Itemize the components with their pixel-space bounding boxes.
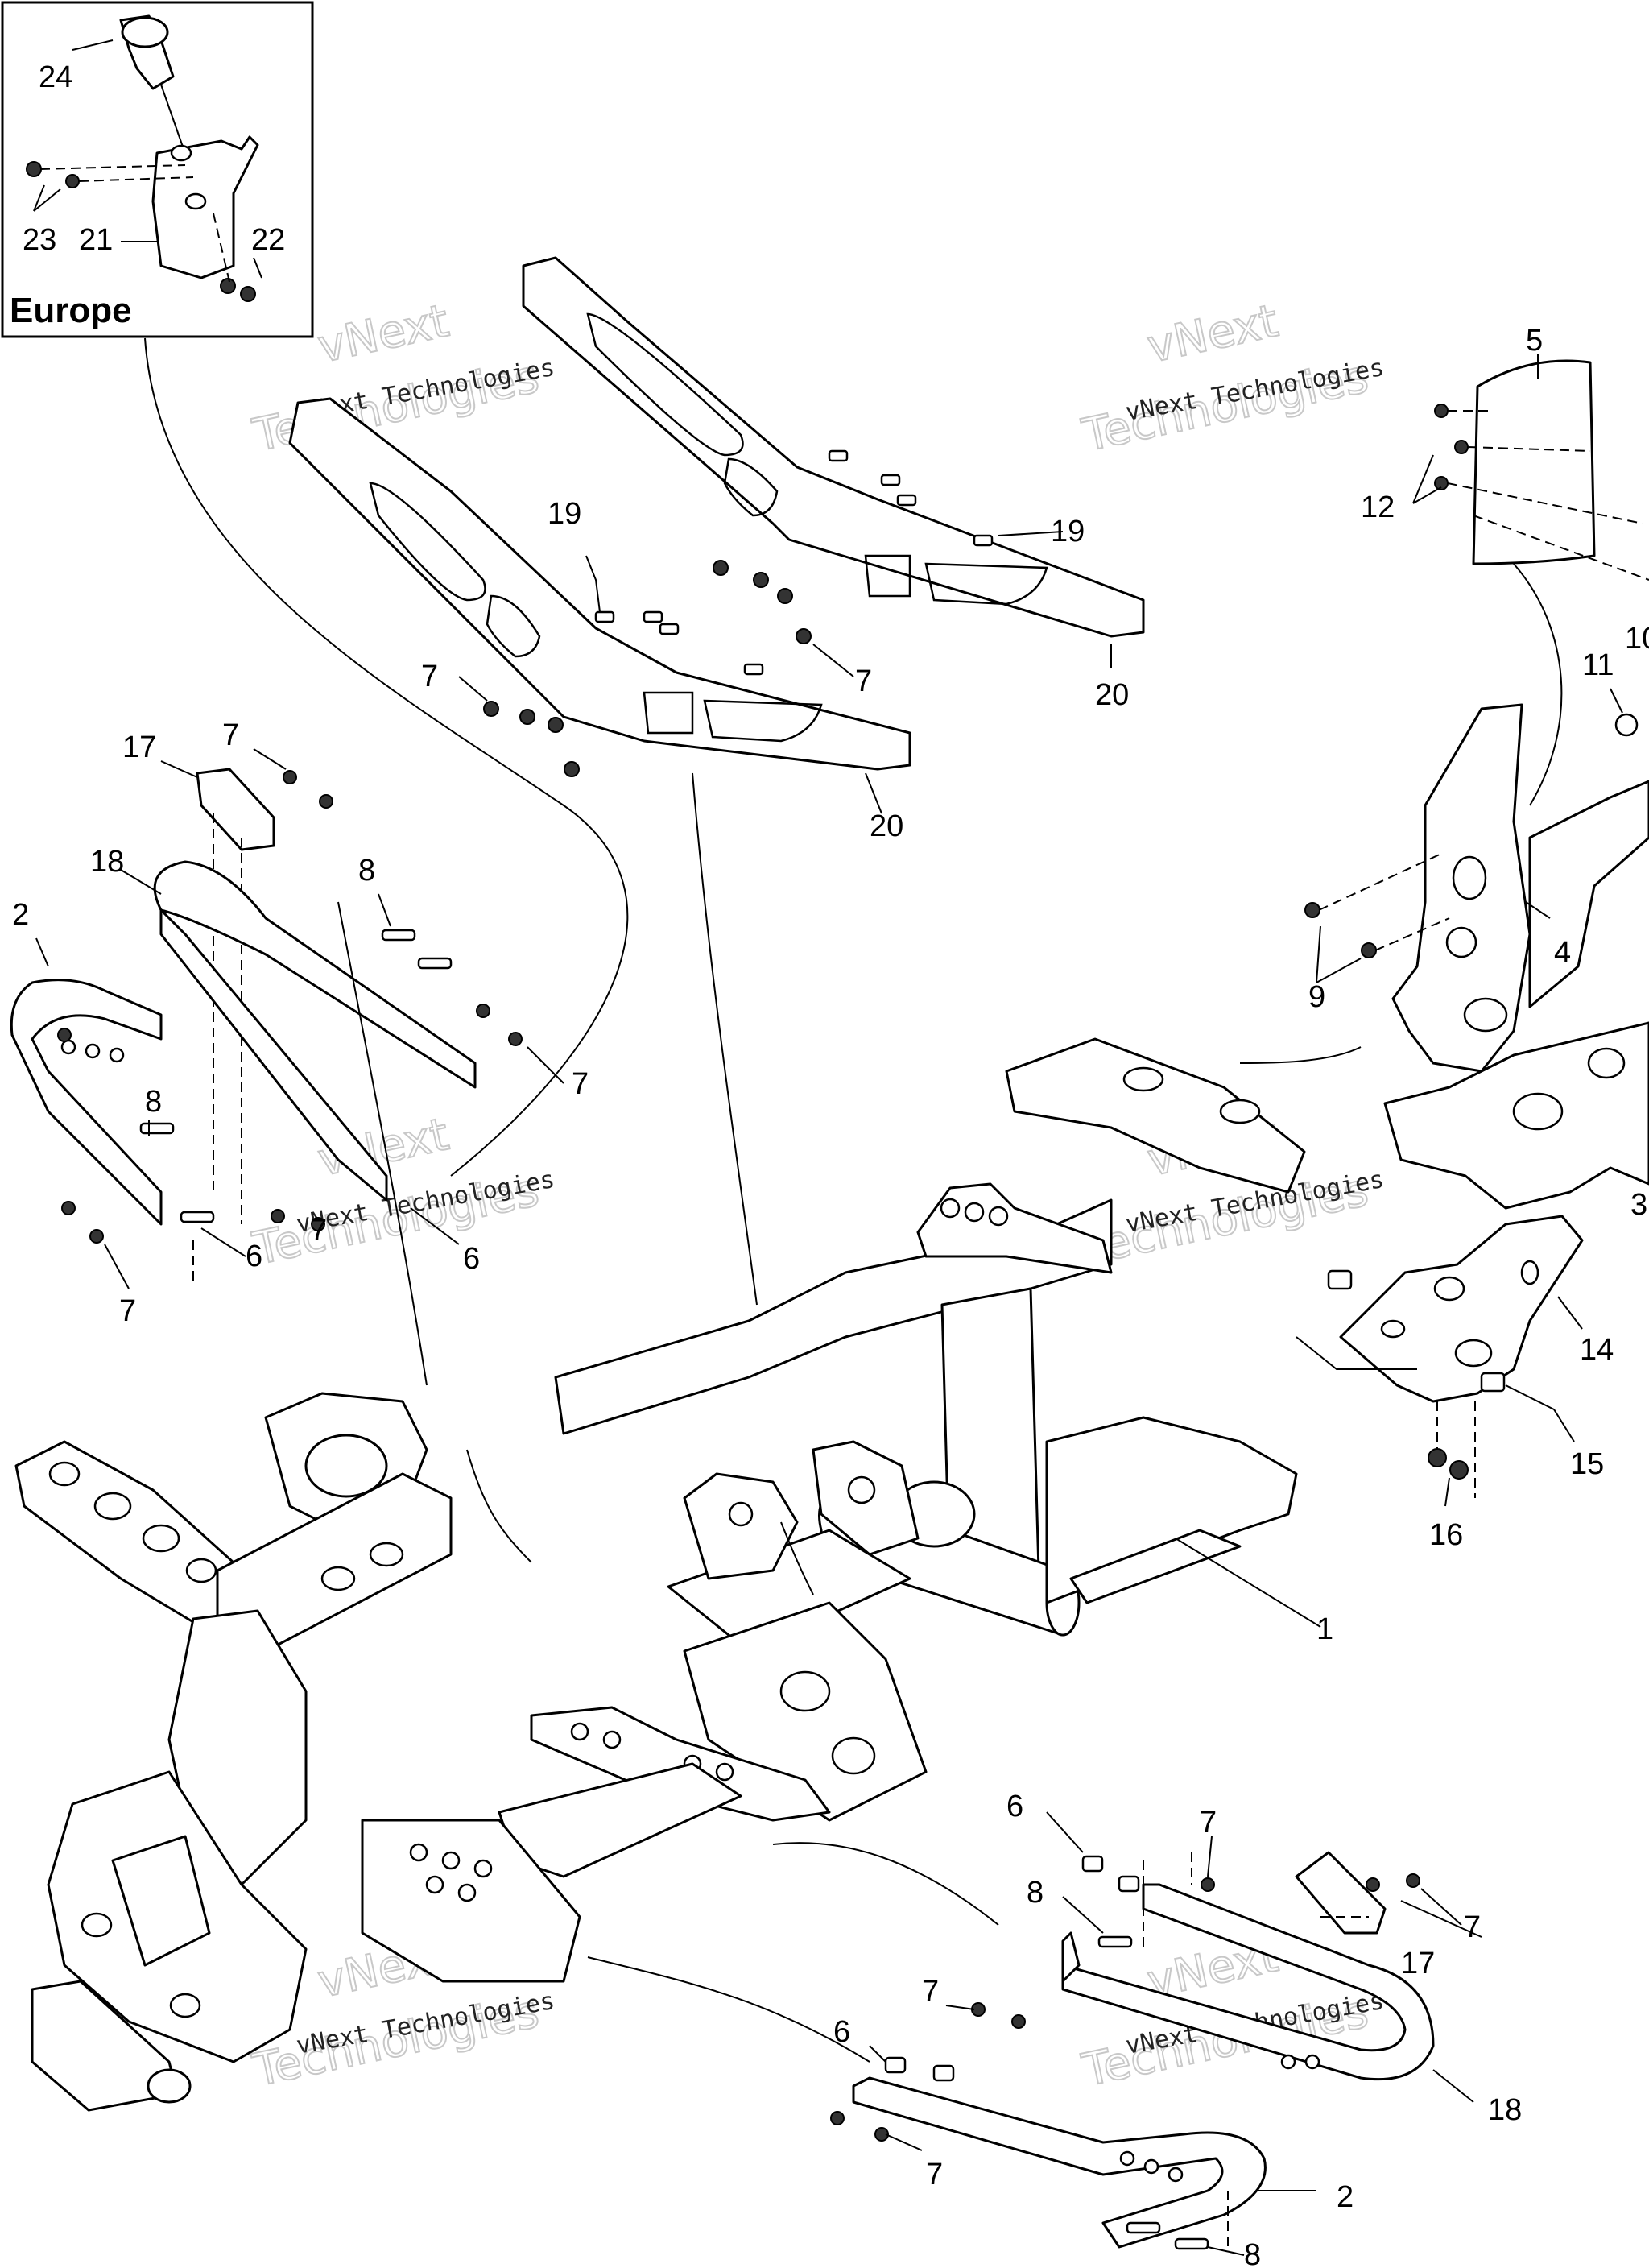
callout-9: 9 — [1308, 980, 1325, 1014]
rail-guide-line — [692, 772, 758, 1306]
callout-8-right-lower: 8 — [1244, 2238, 1261, 2268]
part-2-bumper-right — [852, 2076, 1267, 2249]
guide-bumper-right — [587, 1956, 870, 2063]
part-21-bracket — [151, 135, 259, 279]
watermark-upper-right: vNext Technologies vNext Technologies — [1077, 294, 1386, 463]
part-24-switch — [119, 14, 184, 150]
watermark-big-3: vNext — [1143, 295, 1283, 374]
callout-7-left-bottom: 7 — [119, 1294, 136, 1328]
callout-6-left-b: 6 — [463, 1242, 480, 1276]
callout-17-right: 17 — [1401, 1947, 1435, 1980]
callout-20-lower: 20 — [870, 809, 903, 843]
callout-2-right: 2 — [1337, 2180, 1354, 2214]
callout-19-left: 19 — [548, 497, 581, 531]
callout-7-rail-left: 7 — [421, 660, 438, 693]
part-8-bolt-right-upper — [1097, 1935, 1133, 1948]
callout-10: 10 — [1625, 622, 1649, 656]
callout-11: 11 — [1582, 648, 1614, 682]
part-1-main-frame — [14, 1037, 1306, 2112]
callout-7-right-lower: 7 — [926, 2158, 943, 2191]
callout-18-left: 18 — [90, 845, 124, 879]
callout-7-right-upper: 7 — [1200, 1806, 1217, 1840]
guide-left-rail — [337, 901, 428, 1386]
callout-8-left-lower: 8 — [145, 1085, 162, 1119]
callout-24: 24 — [39, 60, 72, 94]
part-3-bracket — [1383, 1021, 1649, 1210]
callout-16: 16 — [1429, 1518, 1463, 1552]
part-6-bolt-upper — [1081, 1855, 1104, 1873]
watermark-big-1: vNext — [313, 295, 453, 374]
callout-14: 14 — [1580, 1333, 1614, 1367]
part-20-rear-rail-upper — [522, 256, 1145, 638]
callout-20-upper: 20 — [1095, 678, 1129, 712]
callout-7-left-lower: 7 — [310, 1214, 327, 1248]
part-8-bolt-b — [417, 957, 453, 970]
europe-inset: 24 23 21 22 Europe — [1, 1, 314, 338]
part-22-fasteners — [213, 213, 256, 302]
callout-1: 1 — [1316, 1612, 1333, 1646]
callout-12: 12 — [1361, 490, 1395, 524]
callout-3: 3 — [1630, 1188, 1647, 1222]
callout-2-left: 2 — [12, 898, 29, 932]
part-23-fasteners — [26, 161, 194, 188]
watermark-mid-left: vNext Technologies vNext Technologies — [247, 1107, 556, 1277]
callout-4: 4 — [1554, 936, 1571, 970]
part-8-bolt-a — [381, 929, 416, 942]
part-8-bolt-c — [139, 1122, 175, 1135]
callout-6-right-upper: 6 — [1006, 1790, 1023, 1823]
part-14-guide — [1296, 1336, 1417, 1370]
part-15-bolt-top — [1327, 1269, 1353, 1290]
callout-19-right: 19 — [1051, 515, 1085, 548]
part-11-washer — [1614, 713, 1639, 737]
callout-6-right-lower: 6 — [833, 2015, 850, 2049]
part-8-bolt-right-lower — [1126, 2221, 1161, 2234]
callout-15: 15 — [1570, 1447, 1604, 1481]
guide-shock — [466, 1449, 532, 1563]
guide-bracket-4 — [1239, 1046, 1362, 1064]
callout-23: 23 — [23, 223, 56, 257]
callout-17-left: 17 — [122, 730, 156, 764]
part-16-nut-b — [1449, 1460, 1469, 1480]
part-2-bumper-left — [10, 979, 163, 1244]
callout-8-left-upper: 8 — [358, 854, 375, 888]
part-18-bar-right — [1061, 1883, 1435, 2081]
plate-guide-curve — [1513, 563, 1563, 806]
guide-center — [780, 1521, 814, 1595]
callout-7-bracket-left: 7 — [222, 718, 239, 752]
part-4-bracket — [1304, 703, 1649, 1073]
part-6-bolt-lower — [884, 2056, 907, 2074]
callout-8-right-upper: 8 — [1027, 1876, 1044, 1910]
inset-label-europe: Europe — [10, 291, 132, 330]
fasteners-19-7-rails — [483, 449, 994, 777]
part-14-bracket — [1339, 1215, 1584, 1403]
guide-lower-right — [772, 1842, 999, 1926]
callout-21: 21 — [79, 223, 113, 257]
part-20-rear-rail-lower — [288, 397, 911, 771]
inset-guide-curve — [144, 337, 629, 1177]
part-18-bar-left — [153, 860, 477, 1231]
callout-22: 22 — [251, 223, 285, 257]
part-8-bolt-d — [180, 1211, 215, 1223]
callout-7-right-mid: 7 — [922, 1975, 939, 2009]
callout-5: 5 — [1526, 324, 1543, 358]
part-5-plate — [1434, 359, 1649, 581]
callout-7-bracket-right: 7 — [1464, 1910, 1481, 1944]
callout-7-rail-right: 7 — [855, 664, 872, 698]
callout-6-left-a: 6 — [246, 1240, 262, 1273]
part-17-bracket-right — [1295, 1851, 1420, 1935]
part-16-nut-a — [1428, 1448, 1447, 1467]
callout-18-right: 18 — [1488, 2093, 1522, 2127]
part-15-bolt — [1480, 1372, 1506, 1393]
callout-7-left-mid: 7 — [572, 1067, 589, 1101]
